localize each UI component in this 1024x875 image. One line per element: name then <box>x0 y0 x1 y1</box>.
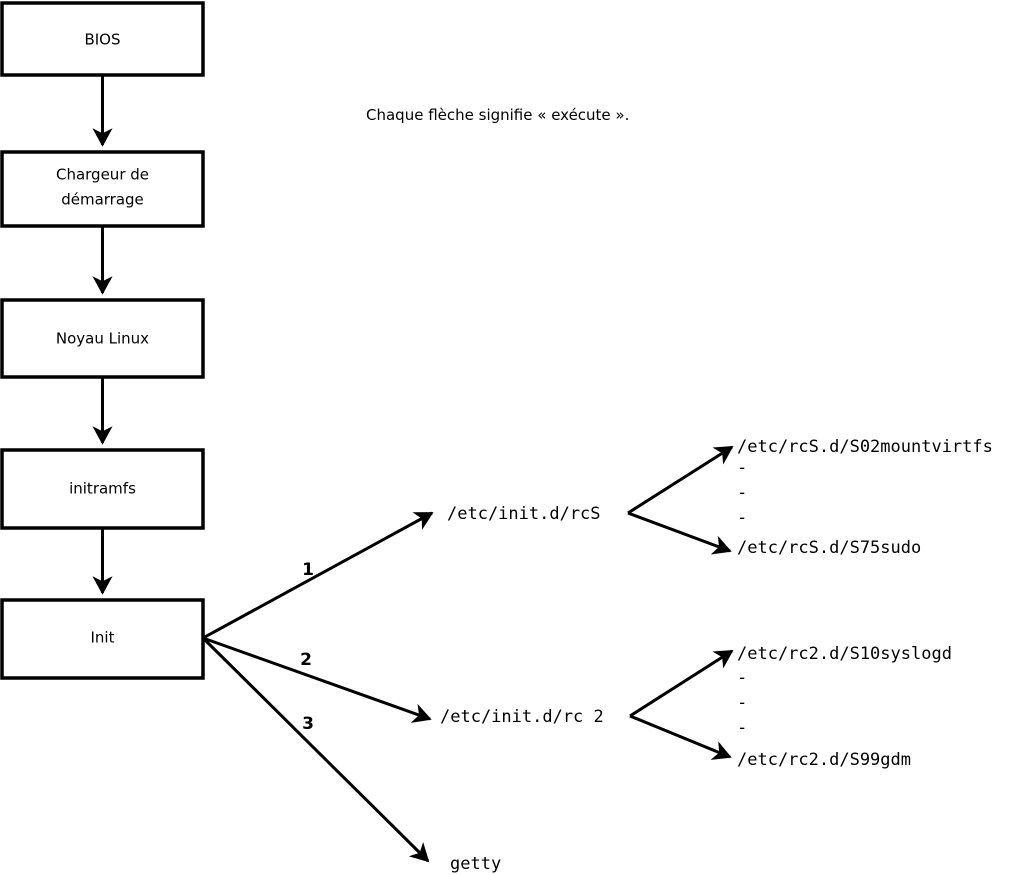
branch-number-1: 1 <box>302 560 314 580</box>
arrow-rc2-to-first <box>629 649 734 718</box>
node-box-bios[interactable] <box>0 1 205 77</box>
arrow-rcs-to-first <box>627 445 734 515</box>
arrow-rc2-to-last <box>629 714 732 760</box>
boot-chain-group: BIOS Chargeur de démarrage Noyau Linux i… <box>0 1 205 680</box>
arrow-init-to-getty <box>201 636 430 863</box>
branch-number-2: 2 <box>300 650 312 670</box>
arrow-init-to-rcs <box>202 511 434 640</box>
rc2-ellipsis-dot-2: - <box>737 693 747 713</box>
rc2-ellipsis-dot-3: - <box>737 718 747 738</box>
diagram-caption: Chaque flèche signifie « exécute ». <box>366 106 629 124</box>
node-label-initramfs: initramfs <box>69 480 136 498</box>
rc2-ellipsis-dot-1: - <box>737 668 747 688</box>
script-label-getty[interactable]: getty <box>450 854 501 874</box>
node-label-bootloader-line2: démarrage <box>61 191 144 209</box>
script-label-rcs-last[interactable]: /etc/rcS.d/S75sudo <box>737 538 921 558</box>
node-box-bootloader[interactable] <box>0 150 205 228</box>
rcs-ellipsis-dot-1: - <box>737 458 747 478</box>
script-label-init-d-rc2[interactable]: /etc/init.d/rc 2 <box>440 707 604 727</box>
node-label-bootloader-line1: Chargeur de <box>56 166 149 184</box>
node-box-kernel[interactable] <box>0 298 205 379</box>
script-label-rc2-last[interactable]: /etc/rc2.d/S99gdm <box>737 750 911 770</box>
node-label-init: Init <box>91 629 115 647</box>
node-label-bios: BIOS <box>84 31 120 49</box>
rcs-branch-group: /etc/init.d/rcS /etc/rcS.d/S02mountvirtf… <box>447 437 993 558</box>
init-branch-arrows <box>201 511 434 863</box>
node-box-init[interactable] <box>0 598 205 680</box>
rc2-branch-group: /etc/init.d/rc 2 /etc/rc2.d/S10syslogd -… <box>440 644 952 770</box>
rcs-ellipsis-dot-2: - <box>737 483 747 503</box>
script-label-init-d-rcs[interactable]: /etc/init.d/rcS <box>447 504 601 524</box>
branch-number-labels: 1 2 3 <box>300 560 314 734</box>
script-label-rc2-first[interactable]: /etc/rc2.d/S10syslogd <box>737 644 952 664</box>
rcs-ellipsis-dot-3: - <box>737 508 747 528</box>
script-label-rcs-first[interactable]: /etc/rcS.d/S02mountvirtfs <box>737 437 993 457</box>
arrow-rcs-to-last <box>627 511 732 555</box>
branch-number-3: 3 <box>302 714 314 734</box>
node-box-initramfs[interactable] <box>0 448 205 530</box>
node-label-kernel: Noyau Linux <box>56 330 149 348</box>
arrow-init-to-rc2 <box>202 636 432 723</box>
